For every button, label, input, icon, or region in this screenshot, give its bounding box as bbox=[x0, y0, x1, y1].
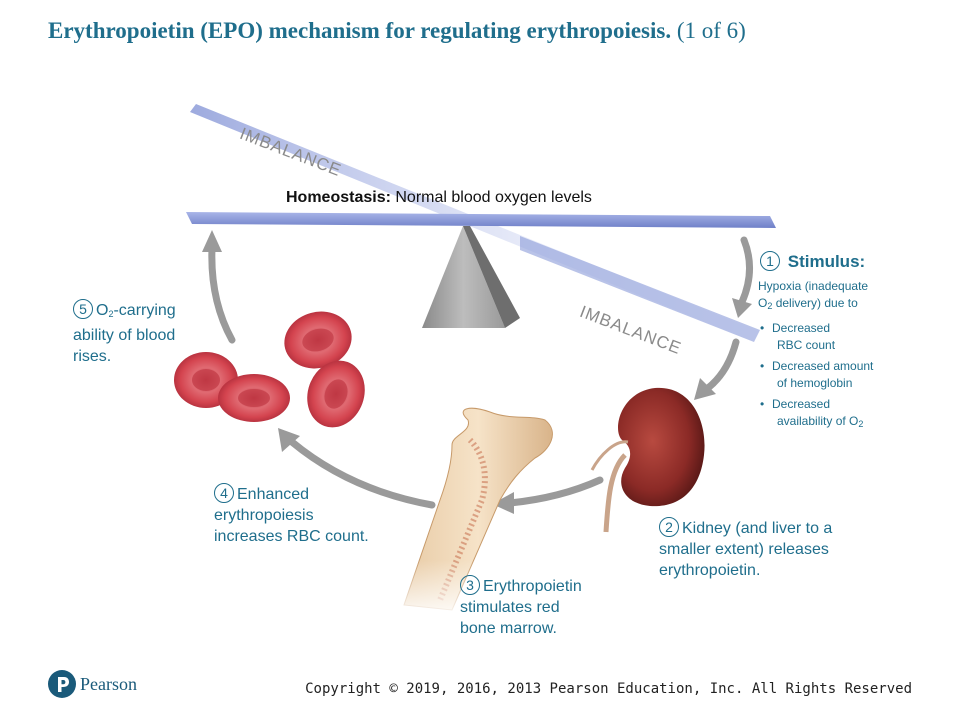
step5-o: O bbox=[96, 302, 109, 319]
homeostasis-text: Normal blood oxygen levels bbox=[395, 189, 592, 206]
bullet1-line1: Decreased bbox=[772, 321, 831, 335]
step1-bullet-3: •Decreased availability of O2 bbox=[760, 397, 864, 429]
step5-line2: ability of blood bbox=[73, 327, 176, 344]
bullet3-sub: 2 bbox=[858, 419, 864, 429]
title-part: (1 of 6) bbox=[676, 18, 746, 43]
step5-number: 5 bbox=[73, 299, 93, 319]
step3-line1: Erythropoietin bbox=[483, 578, 582, 595]
bullet2-line1: Decreased amount bbox=[772, 359, 874, 373]
imbalance-beam-lower bbox=[520, 236, 760, 342]
arrow-head-1 bbox=[732, 298, 752, 318]
step1-number: 1 bbox=[760, 251, 780, 271]
homeostasis-label: Homeostasis: Normal blood oxygen levels bbox=[286, 189, 592, 207]
step1-desc-o: O bbox=[758, 296, 768, 310]
step1-desc-line2: delivery) due to bbox=[772, 296, 858, 310]
arrow-rbc-to-beam bbox=[208, 244, 236, 344]
arrow-head-4 bbox=[278, 428, 300, 452]
step2-line2: smaller extent) releases bbox=[659, 541, 829, 558]
bullet2-line2: of hemoglobin bbox=[777, 376, 853, 390]
step2-number: 2 bbox=[659, 517, 679, 537]
homeostasis-bold: Homeostasis: bbox=[286, 189, 391, 206]
kidney bbox=[590, 387, 705, 533]
step3-line2: stimulates red bbox=[460, 599, 560, 616]
step3-number: 3 bbox=[460, 575, 480, 595]
pearson-logo-icon bbox=[48, 670, 76, 698]
step5-sub: 2 bbox=[108, 309, 114, 319]
arrow-head-3 bbox=[492, 492, 514, 514]
step5-line3: rises. bbox=[73, 348, 112, 365]
pearson-logo-text: Pearson bbox=[80, 674, 137, 694]
arrow-kidney-to-bone bbox=[506, 476, 604, 507]
step4-line1: Enhanced bbox=[237, 486, 310, 503]
arrow-head-2 bbox=[694, 378, 716, 400]
fulcrum-side bbox=[463, 226, 520, 328]
step1-desc-line1: Hypoxia (inadequate bbox=[758, 279, 869, 293]
step4-number: 4 bbox=[214, 483, 234, 503]
bullet3-line2: availability of O bbox=[777, 414, 859, 428]
step4-line3: increases RBC count. bbox=[214, 528, 369, 545]
step2-line3: erythropoietin. bbox=[659, 562, 761, 579]
step5-line1: -carrying bbox=[113, 302, 176, 319]
page-title: Erythropoietin (EPO) mechanism for regul… bbox=[48, 18, 746, 44]
femur-bone bbox=[395, 407, 553, 620]
title-main: Erythropoietin (EPO) mechanism for regul… bbox=[48, 18, 672, 43]
step2-line1: Kidney (and liver to a bbox=[682, 520, 833, 537]
arrow-head-5 bbox=[202, 230, 222, 252]
copyright-text: Copyright © 2019, 2016, 2013 Pearson Edu… bbox=[305, 681, 912, 697]
step1-description: Hypoxia (inadequate O2 delivery) due to bbox=[758, 278, 868, 315]
step4-line2: erythropoiesis bbox=[214, 507, 314, 524]
step1-bullet-1: •Decreased RBC count bbox=[760, 321, 836, 352]
arrow-beam-to-stimulus bbox=[738, 236, 754, 306]
arrow-stimulus-to-kidney bbox=[704, 338, 740, 392]
red-blood-cells bbox=[174, 311, 365, 428]
step3-line3: bone marrow. bbox=[460, 620, 557, 637]
arrow-bone-to-rbc bbox=[288, 438, 436, 509]
bullet1-line2: RBC count bbox=[777, 338, 836, 352]
fulcrum bbox=[422, 226, 505, 328]
step1-bullet-2: •Decreased amount of hemoglobin bbox=[760, 359, 874, 390]
step1-title: Stimulus: bbox=[787, 252, 866, 271]
bullet3-line1: Decreased bbox=[772, 397, 831, 411]
homeostasis-beam bbox=[186, 212, 776, 228]
step1-desc-sub: 2 bbox=[767, 301, 773, 311]
step1-heading: 1 Stimulus: bbox=[760, 251, 865, 272]
